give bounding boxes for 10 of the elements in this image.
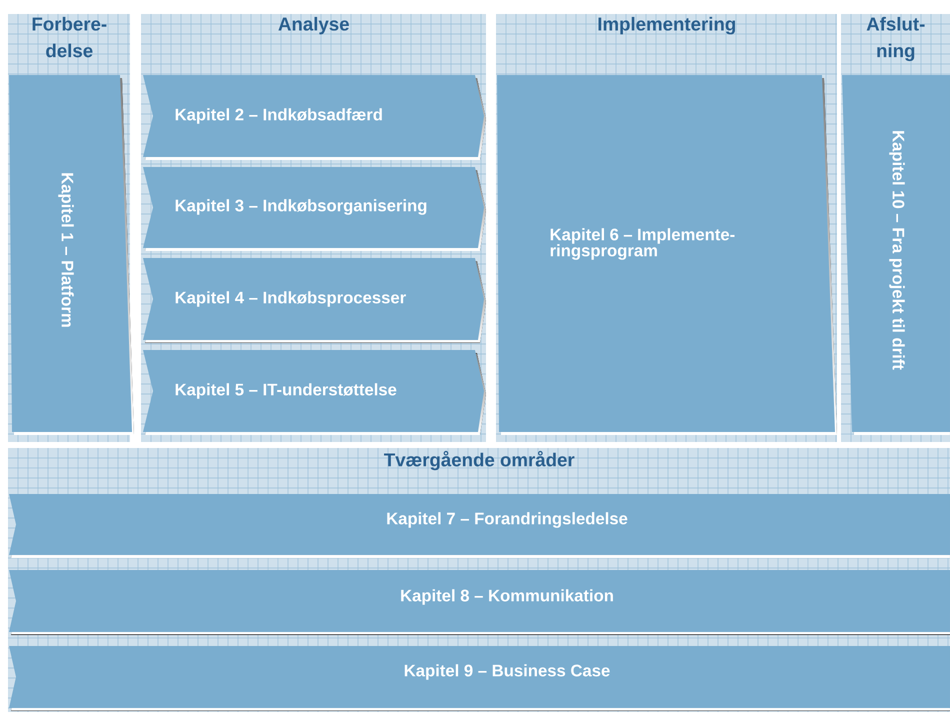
chapter-banner: Kapitel 4 – Indkøbsprocesser	[143, 258, 486, 343]
chapter-banner: Kapitel 10 – Fra projekt til drift	[842, 75, 950, 435]
chapter-banner: Kapitel 7 – Forandringsledelse	[9, 494, 950, 558]
chapter-banner: Kapitel 2 – Indkøbsadfærd	[143, 75, 486, 160]
chapter-banner: Kapitel 9 – Business Case	[9, 646, 950, 711]
chapter-banner: Kapitel 6 – Implemente- ringsprogram	[497, 75, 837, 435]
chapter-banner: Kapitel 5 – IT-understøttelse	[143, 350, 486, 435]
chapter-banner: Kapitel 1 – Platform	[9, 75, 134, 435]
chapter-banner: Kapitel 3 – Indkøbsorganisering	[143, 167, 486, 251]
chapter-banner: Kapitel 8 – Kommunikation	[9, 570, 950, 635]
